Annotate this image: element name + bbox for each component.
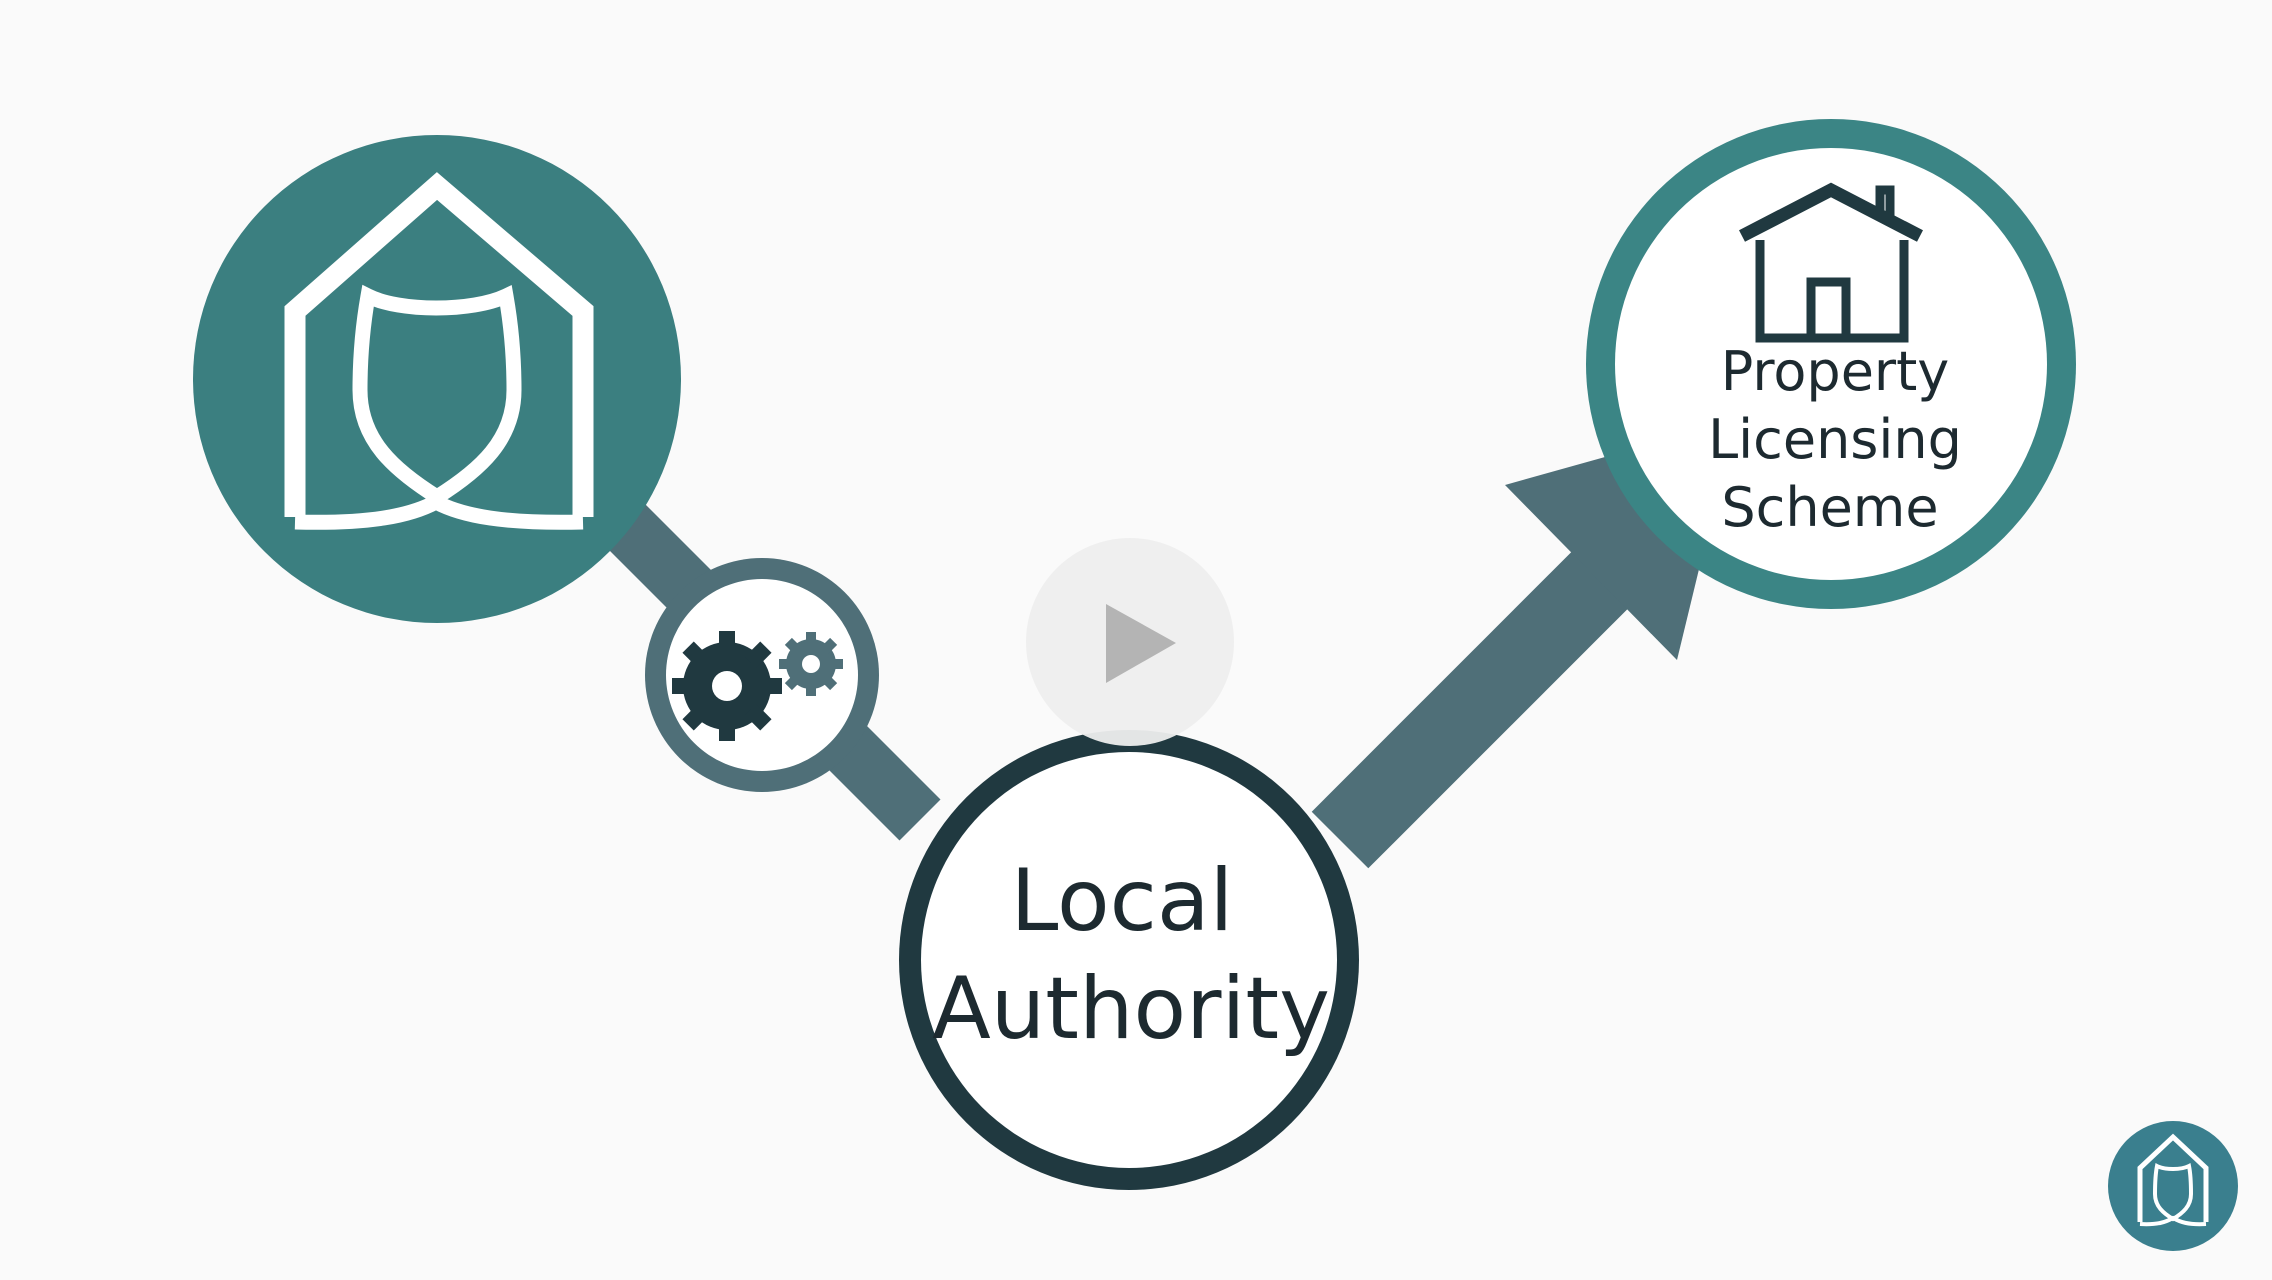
play-button[interactable] bbox=[1026, 538, 1234, 746]
gears-icon bbox=[672, 631, 843, 741]
landlord-node bbox=[193, 135, 681, 623]
house-shield-logo-icon bbox=[2137, 1133, 2209, 1227]
scheme-label-line1: Property bbox=[1721, 340, 1950, 403]
local-authority-label-line1: Local bbox=[1011, 851, 1234, 951]
scheme-node: Property Licensing Scheme bbox=[1586, 119, 2076, 609]
local-authority-label-line2: Authority bbox=[932, 959, 1330, 1059]
house-shield-icon bbox=[284, 172, 594, 530]
brand-logo[interactable] bbox=[2108, 1121, 2238, 1251]
play-icon bbox=[1106, 604, 1176, 683]
scheme-label-line3: Scheme bbox=[1721, 476, 1938, 539]
large-gear-icon bbox=[672, 631, 782, 741]
local-authority-node: Local Authority bbox=[899, 730, 1359, 1190]
process-node bbox=[645, 558, 879, 792]
house-chimney-icon bbox=[1739, 182, 1923, 343]
scheme-label-line2: Licensing bbox=[1708, 408, 1962, 471]
small-gear-icon bbox=[779, 632, 843, 696]
arrow-authority-to-scheme bbox=[1311, 457, 1700, 869]
